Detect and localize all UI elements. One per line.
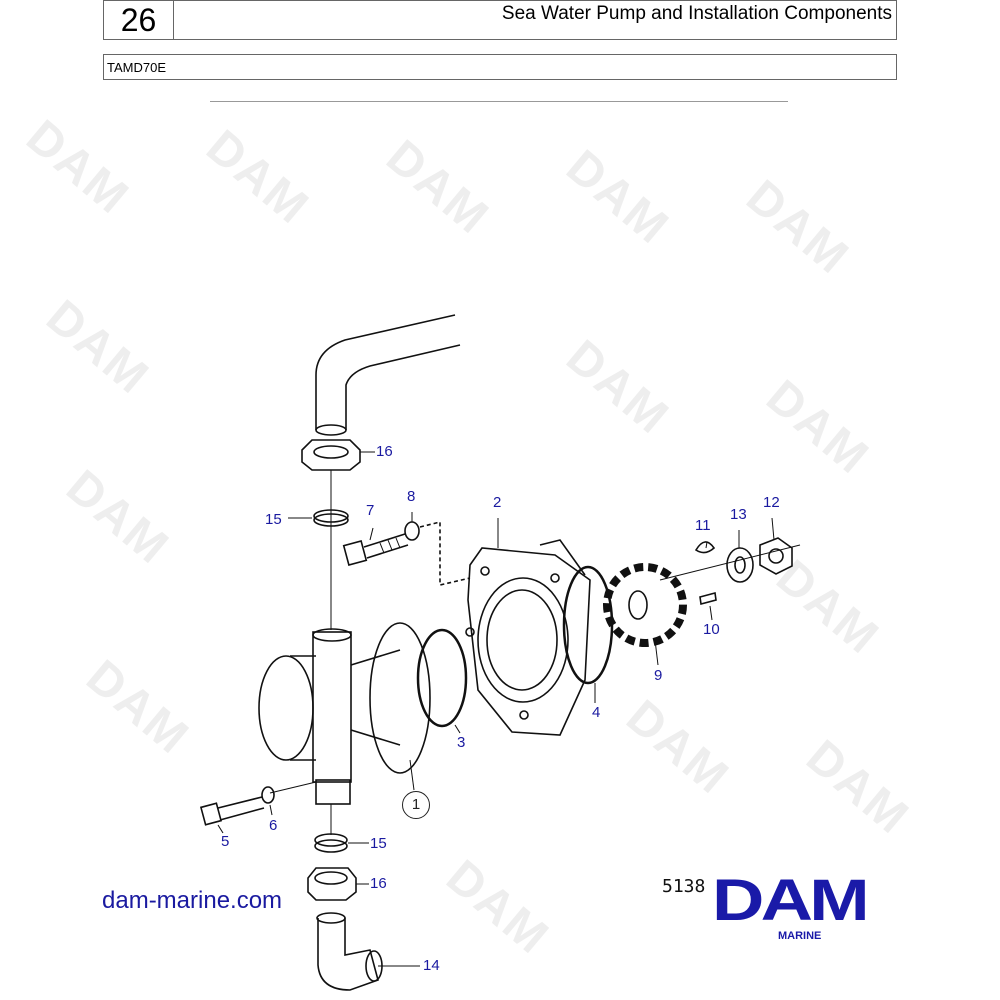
callout-6: 6: [269, 817, 278, 834]
leader-lines: [217, 451, 775, 967]
callout-1: 1: [402, 791, 430, 819]
callout-15-bottom: 15: [370, 835, 387, 852]
callout-11: 11: [695, 517, 711, 534]
divider: [210, 101, 788, 102]
callout-9: 9: [654, 667, 663, 684]
callout-12: 12: [763, 494, 780, 511]
elbow-14: [316, 912, 383, 991]
callout-15: 15: [265, 511, 282, 528]
callout-14: 14: [423, 957, 440, 974]
key-11: [694, 541, 716, 554]
pin-10: [699, 591, 717, 606]
callout-16-bottom: 16: [370, 875, 387, 892]
washer-8: [404, 521, 420, 541]
bolt-7: [342, 533, 409, 566]
nut-12: [759, 537, 793, 575]
callout-13: 13: [730, 506, 747, 523]
bolt-5: [199, 796, 265, 826]
section-number: 26: [103, 0, 174, 40]
o-ring-3: [416, 628, 468, 728]
engine-model: TAMD70E: [103, 54, 897, 80]
callout-8: 8: [407, 488, 416, 505]
callout-10: 10: [703, 621, 720, 638]
nut-16-top: [301, 439, 361, 471]
callout-16: 16: [376, 443, 393, 460]
callout-3: 3: [457, 734, 466, 751]
gear-9: [603, 563, 687, 647]
washer-6: [261, 786, 275, 804]
ring-15-bottom: [314, 833, 348, 853]
callout-4: 4: [592, 704, 601, 721]
callout-7: 7: [366, 502, 375, 519]
logo-text: DAM: [712, 868, 870, 933]
inlet-pipe-elbow: [315, 314, 461, 436]
callout-5: 5: [221, 833, 230, 850]
page-title: Sea Water Pump and Installation Componen…: [173, 0, 897, 40]
dam-marine-logo: DAM MARINE: [712, 872, 892, 943]
pump-body-1: [258, 622, 431, 805]
callout-2: 2: [493, 494, 502, 511]
website-link[interactable]: dam-marine.com: [102, 887, 283, 914]
pump-cover-2: [465, 539, 591, 736]
logo-subtext: MARINE: [778, 930, 822, 942]
washer-13: [726, 547, 754, 583]
nut-16-bottom: [307, 867, 357, 901]
figure-number: 5138: [662, 876, 706, 897]
